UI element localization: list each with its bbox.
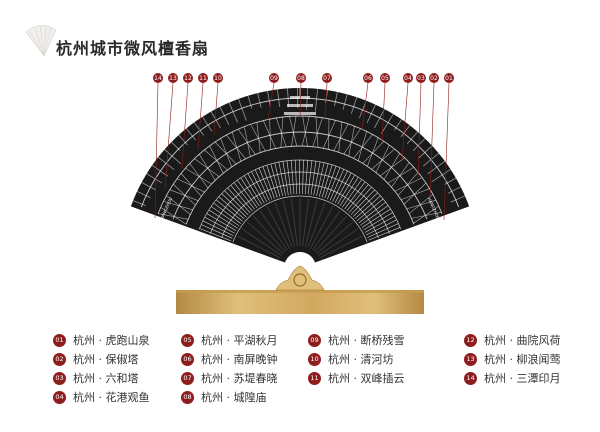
callout-label: 12 <box>184 75 192 82</box>
callout-line <box>181 82 189 169</box>
callout-line <box>299 82 302 119</box>
callout-label: 14 <box>154 75 162 82</box>
legend-number-badge: 11 <box>308 371 321 385</box>
legend-number-badge: 05 <box>181 333 194 347</box>
legend-label: 杭州 · 清河坊 <box>328 353 394 366</box>
callout-badge <box>380 73 390 83</box>
callout-label: 09 <box>270 75 278 82</box>
legend-label: 杭州 · 虎跑山泉 <box>73 334 150 347</box>
legend-number-badge: 08 <box>181 390 194 404</box>
legend-item: 10 杭州 · 清河坊 <box>308 351 394 367</box>
legend-number-badge: 09 <box>308 333 321 347</box>
callout-label: 01 <box>445 75 453 82</box>
legend-item: 09 杭州 · 断桥残雪 <box>308 332 405 348</box>
legend-item: 13 杭州 · 柳浪闻莺 <box>464 351 561 367</box>
legend-label: 杭州 · 六和塔 <box>73 372 139 385</box>
fan-pattern <box>132 86 466 259</box>
legend-number-badge: 06 <box>181 352 194 366</box>
callout-label: 07 <box>323 75 331 82</box>
legend-label: 杭州 · 苏堤春晓 <box>201 372 278 385</box>
callout-label: 11 <box>199 75 207 82</box>
legend-item: 12 杭州 · 曲院风荷 <box>464 332 561 348</box>
legend-number-badge: 10 <box>308 352 321 366</box>
callout-badge <box>198 73 208 83</box>
legend-label: 杭州 · 三潭印月 <box>484 372 561 385</box>
fan-logo-icon <box>25 25 57 57</box>
callout-label: 02 <box>430 75 438 82</box>
stand-ornament <box>275 265 325 291</box>
legend-label: 杭州 · 城隍庙 <box>201 391 267 404</box>
callout-badge <box>296 73 306 83</box>
callout-line <box>361 82 369 131</box>
legend-item: 14 杭州 · 三潭印月 <box>464 370 561 386</box>
callout-label: 05 <box>381 75 389 82</box>
callout-badge <box>403 73 413 83</box>
callout-line <box>443 82 450 221</box>
callout-badge <box>213 73 223 83</box>
callout-label: 08 <box>297 75 305 82</box>
callout-label: 13 <box>169 75 177 82</box>
legend-item: 08 杭州 · 城隍庙 <box>181 389 267 405</box>
callout-line <box>324 82 328 123</box>
callout-line <box>154 82 159 219</box>
legend-item: 07 杭州 · 苏堤春晓 <box>181 370 278 386</box>
legend-label: 杭州 · 柳浪闻莺 <box>484 353 561 366</box>
legend-item: 03 杭州 · 六和塔 <box>53 370 139 386</box>
callout-badge <box>322 73 332 83</box>
callout-label: 04 <box>404 75 412 82</box>
legend-label: 杭州 · 花港观鱼 <box>73 391 150 404</box>
legend-label: 杭州 · 曲院风荷 <box>484 334 561 347</box>
legend-number-badge: 01 <box>53 333 66 347</box>
legend-number-badge: 14 <box>464 371 477 385</box>
callout-line <box>213 82 219 136</box>
legend-number-badge: 07 <box>181 371 194 385</box>
legend-number-badge: 13 <box>464 352 477 366</box>
callout-badge <box>444 73 454 83</box>
callout-line <box>197 82 204 151</box>
legend-label: 杭州 · 保俶塔 <box>73 353 139 366</box>
callout-line <box>267 82 275 121</box>
legend-label: 杭州 · 平湖秋月 <box>201 334 278 347</box>
callout-label: 10 <box>214 75 222 82</box>
legend-item: 02 杭州 · 保俶塔 <box>53 351 139 367</box>
header: 杭州城市微风檀香扇 <box>22 22 262 66</box>
callout-line <box>429 82 435 199</box>
callout-line <box>417 82 422 179</box>
legend-item: 01 杭州 · 虎跑山泉 <box>53 332 150 348</box>
callout-badge <box>153 73 163 83</box>
legend-label: 杭州 · 双峰插云 <box>328 372 405 385</box>
legend-number-badge: 03 <box>53 371 66 385</box>
legend-number-badge: 04 <box>53 390 66 404</box>
legend-number-badge: 12 <box>464 333 477 347</box>
page-title: 杭州城市微风檀香扇 <box>56 39 210 58</box>
legend-item: 11 杭州 · 双峰插云 <box>308 370 405 386</box>
wooden-stand <box>176 290 424 314</box>
legend-item: 05 杭州 · 平湖秋月 <box>181 332 278 348</box>
callout-line <box>401 82 409 161</box>
callout-line <box>381 82 386 143</box>
legend-item: 06 杭州 · 南屏晚钟 <box>181 351 278 367</box>
callout-badge <box>269 73 279 83</box>
legend-number-badge: 02 <box>53 352 66 366</box>
callout-badge <box>416 73 426 83</box>
legend-label: 杭州 · 南屏晚钟 <box>201 353 278 366</box>
legend-item: 04 杭州 · 花港观鱼 <box>53 389 150 405</box>
callout-badge <box>363 73 373 83</box>
callout-line <box>164 82 174 191</box>
callout-label: 06 <box>364 75 372 82</box>
callout-badge <box>429 73 439 83</box>
callout-badge <box>183 73 193 83</box>
callout-badge <box>168 73 178 83</box>
callout-label: 03 <box>417 75 425 82</box>
legend-label: 杭州 · 断桥残雪 <box>328 334 405 347</box>
